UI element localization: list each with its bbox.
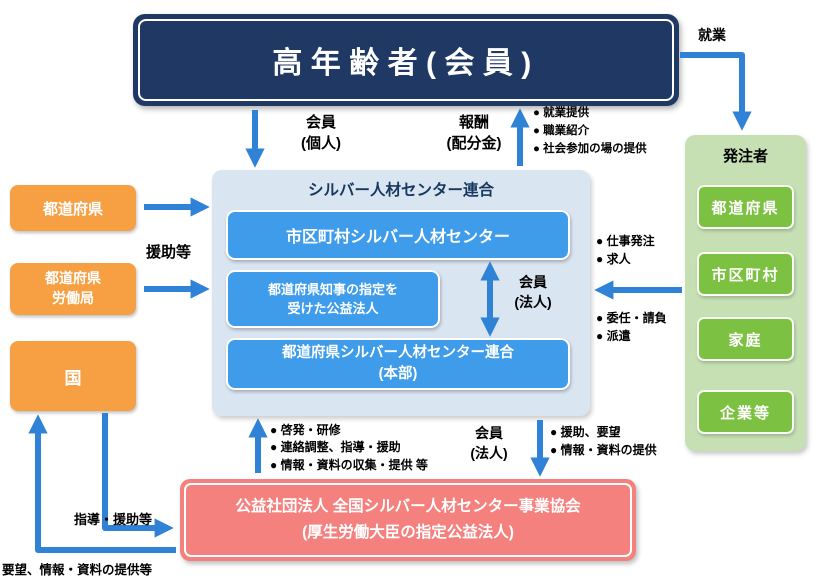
orderer-prefecture-box: 都道府県: [697, 185, 794, 229]
silver-center-federation-title: シルバー人材センター連合: [307, 182, 494, 199]
member-corporate-bottom-label: 会員 (法人): [458, 423, 520, 464]
order-bullet-2: ● 求人: [596, 252, 631, 266]
nation-box: 国: [10, 341, 136, 411]
member-individual-line2: (個人): [301, 135, 341, 152]
silver-center-federation-panel: シルバー人材センター連合 市区町村シルバー人材センター 都道府県知事の指定を 受…: [212, 170, 590, 416]
request-label: 要望、情報・資料の提供等: [2, 563, 153, 577]
prefectural-federation-box: 都道府県シルバー人材センター連合 (本部): [226, 338, 570, 390]
designated-public-corporation-line1: 都道府県知事の指定を: [267, 281, 398, 297]
national-association-line2: (厚生労働大臣の指定公益法人): [302, 524, 514, 541]
national-association-box: 公益社団法人 全国シルバー人材センター事業協会 (厚生労働大臣の指定公益法人): [180, 479, 636, 561]
employment-bullet-1: ● 就業提供: [533, 107, 590, 119]
designated-public-corporation-line2: 受けた公益法人: [287, 301, 379, 316]
coordination-bullet-list: ● 啓発・研修 ● 連絡調整、指導・援助 ● 情報・資料の収集・提供 等: [270, 422, 428, 474]
guidance-label: 指導・援助等: [74, 512, 153, 527]
member-corporate-inner-line2: (法人): [514, 294, 552, 311]
member-corporate-inner-label: 会員 (法人): [502, 272, 564, 313]
elderly-members-box: 高年齢者(会員): [133, 14, 679, 106]
designated-public-corporation-box: 都道府県知事の指定を 受けた公益法人: [226, 270, 440, 328]
orderer-municipality-box: 市区町村: [697, 252, 794, 296]
support-label: 援助等: [146, 244, 192, 261]
elderly-members-title: 高年齢者(会員): [138, 19, 674, 101]
dispatch-bullet-list: ● 委任・請負 ● 派遣: [596, 309, 667, 345]
reward-label: 報酬 (配分金): [430, 112, 518, 154]
dispatch-bullet-2: ● 派遣: [596, 329, 631, 343]
member-individual-label: 会員 (個人): [283, 112, 359, 154]
order-bullet-list: ● 仕事発注 ● 求人: [596, 232, 655, 268]
prefectural-labor-bureau-box: 都道府県 労働局: [10, 263, 136, 315]
reward-line1: 報酬: [458, 114, 489, 131]
orderers-title: 発注者: [722, 148, 768, 165]
coordination-bullet-2: ● 連絡調整、指導・援助: [270, 440, 401, 455]
member-individual-line1: 会員: [305, 114, 336, 131]
member-corporate-bottom-line1: 会員: [475, 425, 503, 441]
prefectural-federation-line1: 都道府県シルバー人材センター連合: [282, 344, 514, 361]
orderer-company-box: 企業等: [697, 390, 794, 434]
employment-label: 就業: [698, 27, 726, 43]
national-association-line1: 公益社団法人 全国シルバー人材センター事業協会: [235, 497, 581, 515]
arrow-employment-elbow: [680, 52, 752, 131]
orderer-household-box: 家庭: [697, 317, 794, 361]
national-association-text: 公益社団法人 全国シルバー人材センター事業協会 (厚生労働大臣の指定公益法人): [184, 483, 632, 557]
coordination-bullet-3: ● 情報・資料の収集・提供 等: [270, 457, 428, 472]
prefectural-labor-bureau-line2: 労働局: [52, 290, 94, 306]
member-corporate-inner-line1: 会員: [519, 274, 547, 290]
prefectural-labor-bureau-line1: 都道府県: [45, 270, 101, 287]
member-corporate-bottom-line2: (法人): [470, 445, 508, 462]
municipal-silver-center-box: 市区町村シルバー人材センター: [226, 210, 570, 260]
prefectural-federation-line2: (本部): [378, 366, 418, 382]
employment-bullet-2: ● 職業紹介: [533, 124, 590, 137]
prefecture-box: 都道府県: [10, 185, 136, 231]
employment-bullet-list: ● 就業提供 ● 職業紹介 ● 社会参加の場の提供: [533, 105, 647, 158]
assistance-bullet-1: ● 援助、要望: [550, 425, 621, 439]
orderers-panel: 発注者 都道府県 市区町村 家庭 企業等: [685, 135, 806, 451]
assistance-bullet-2: ● 情報・資料の提供: [550, 443, 657, 457]
employment-bullet-3: ● 社会参加の場の提供: [533, 142, 647, 155]
order-bullet-1: ● 仕事発注: [596, 234, 655, 248]
dispatch-bullet-1: ● 委任・請負: [596, 311, 667, 325]
assistance-bullet-list: ● 援助、要望 ● 情報・資料の提供: [550, 423, 657, 459]
arrow-association-request-elbow: [28, 414, 176, 553]
coordination-bullet-1: ● 啓発・研修: [270, 423, 341, 437]
reward-line2: (配分金): [446, 135, 502, 152]
